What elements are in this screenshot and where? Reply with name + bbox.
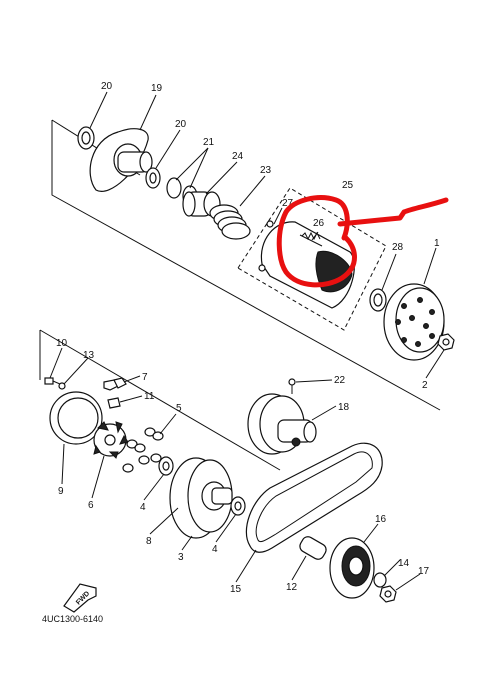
- part-10-screw: [44, 377, 61, 385]
- part-20-washer-2: [145, 167, 161, 189]
- callout-25: 25: [342, 180, 354, 191]
- part-22-screw: [288, 378, 296, 394]
- part-2-nut: [437, 333, 455, 351]
- clutch-shoe: [315, 250, 353, 293]
- callout-17: 17: [418, 566, 430, 577]
- part-17-nut: [379, 585, 397, 603]
- callout-13: 13: [83, 350, 95, 361]
- part-11-guide: [107, 397, 121, 409]
- callout-14: 14: [398, 558, 410, 569]
- part-5-rollers: [122, 427, 164, 473]
- callout-12: 12: [286, 582, 298, 593]
- part-14-washer: [373, 572, 387, 588]
- leader-lines: [49, 91, 445, 591]
- callout-24: 24: [232, 151, 244, 162]
- red-highlight-annotation: [276, 195, 449, 288]
- part-20-washer: [77, 126, 95, 150]
- part-15-v-belt: [245, 442, 383, 553]
- callout-15: 15: [230, 584, 242, 595]
- callout-3: 3: [178, 552, 184, 563]
- callout-5: 5: [176, 403, 182, 414]
- callout-11: 11: [144, 391, 155, 402]
- callout-6: 6: [88, 500, 94, 511]
- callout-21: 21: [203, 137, 215, 148]
- part-7-slider: [103, 377, 127, 391]
- part-18-fixed-sheave: [247, 393, 317, 455]
- part-19-sheave: [89, 128, 153, 192]
- part-12-collar: [299, 536, 327, 560]
- part-1-clutch-housing: [383, 283, 445, 361]
- callout-8: 8: [146, 536, 152, 547]
- callout-4-b: 4: [212, 544, 218, 555]
- callout-28: 28: [392, 242, 404, 253]
- callout-16: 16: [375, 514, 387, 525]
- callout-10: 10: [56, 338, 68, 349]
- callout-23: 23: [260, 165, 272, 176]
- callout-7: 7: [142, 372, 148, 383]
- callout-26: 26: [313, 218, 325, 229]
- part-28-washer: [369, 288, 387, 312]
- part-3-movable-sheave: [169, 457, 233, 539]
- callout-19: 19: [151, 83, 163, 94]
- callout-4: 4: [140, 502, 146, 513]
- part-4-washer-2: [230, 496, 246, 516]
- part-6-cam-plate: [93, 421, 129, 459]
- callout-27: 27: [282, 198, 294, 209]
- callout-1: 1: [434, 238, 440, 249]
- forward-direction-arrow: FWD: [63, 583, 97, 613]
- part-9-cover: [49, 391, 103, 445]
- callout-9: 9: [58, 486, 64, 497]
- callout-20-b: 20: [175, 119, 187, 130]
- callout-2: 2: [422, 380, 428, 391]
- part-4-washer: [158, 456, 174, 476]
- highlight-loop: [276, 195, 357, 288]
- part-13-washer: [58, 382, 66, 390]
- callout-numbers: 20 19 20 21 24 23 25 27 26 28 1 2 10 13 …: [56, 81, 440, 595]
- part-23-spring: [209, 204, 251, 240]
- highlight-tail: [337, 197, 449, 227]
- callout-22: 22: [334, 375, 346, 386]
- callout-20: 20: [101, 81, 113, 92]
- callout-18: 18: [338, 402, 350, 413]
- drawing-code: 4UC1300-6140: [42, 614, 103, 624]
- part-16-fan-pulley: [329, 537, 375, 599]
- lower-assembly-outline: [39, 329, 281, 471]
- clutch-assembly-box: [237, 187, 387, 331]
